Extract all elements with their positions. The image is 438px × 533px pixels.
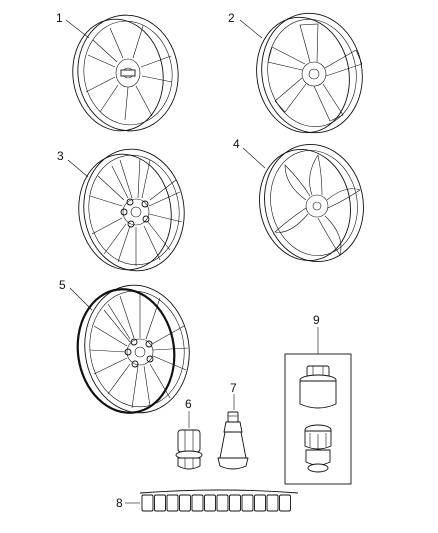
callout-7: 7: [230, 381, 237, 395]
wheel-lock-kit-illustration: [284, 353, 352, 485]
callout-1: 1: [56, 11, 63, 25]
wheel-1-illustration: [72, 14, 179, 132]
wheel-weight-segment: [254, 494, 266, 512]
wheel-weight-segment: [241, 494, 254, 512]
wheel-weight-segment: [191, 494, 204, 512]
callout-6: 6: [185, 397, 192, 411]
wheel-weight-segment: [279, 494, 291, 512]
wheel-weight-segment: [229, 494, 241, 512]
wheel-weight-segment: [266, 494, 279, 512]
lug-nut-illustration: [175, 429, 203, 470]
callout-3: 3: [57, 149, 64, 163]
wheel-weight-segment: [179, 494, 191, 512]
wheel-3-illustration: [78, 148, 185, 272]
wheel-weight-segment: [204, 494, 216, 512]
callout-5: 5: [59, 278, 66, 292]
callout-8: 8: [116, 496, 123, 510]
wheel-weight-segment: [141, 494, 154, 512]
wheel-weight-segment: [154, 494, 166, 512]
wheel-2-illustration: [256, 12, 363, 134]
wheel-4-illustration: [259, 143, 364, 263]
callout-4: 4: [233, 137, 240, 151]
wheel-weights-illustration: [139, 489, 299, 512]
wheel-weight-segment: [216, 494, 229, 512]
valve-stem-illustration: [217, 411, 249, 470]
callout-9: 9: [313, 313, 320, 327]
callout-2: 2: [228, 11, 235, 25]
wheel-5-illustration: [76, 284, 190, 414]
wheel-weight-segment: [166, 494, 179, 512]
